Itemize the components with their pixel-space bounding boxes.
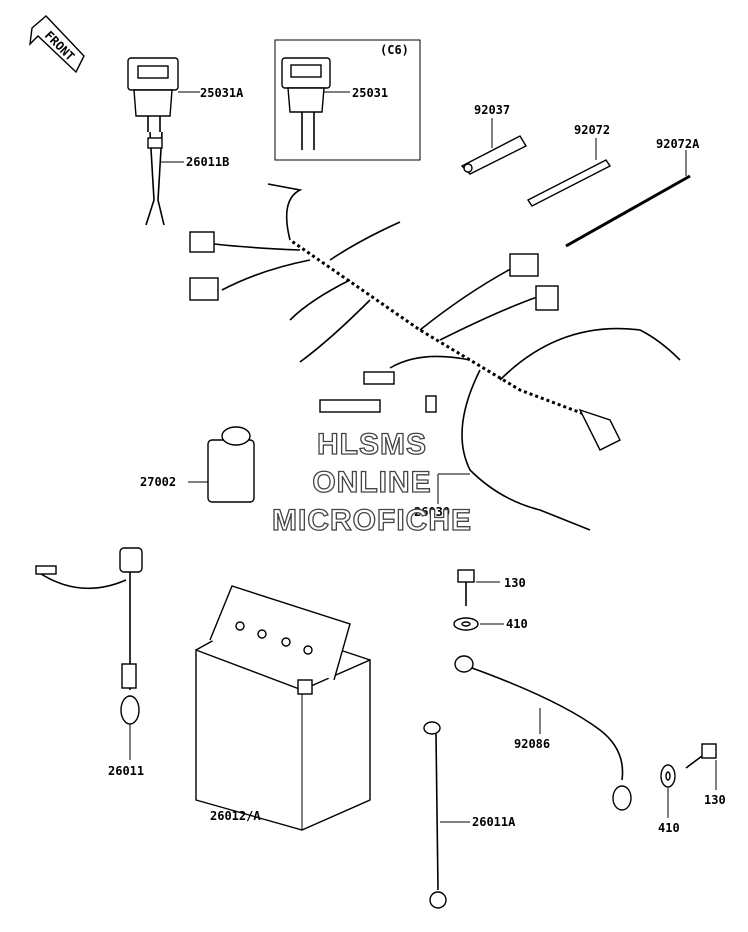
watermark-line-1: HLSMS: [317, 428, 427, 461]
watermark-line-2: ONLINE: [312, 466, 431, 499]
hour-meter-25031: [281, 57, 331, 150]
label-92037: 92037: [474, 103, 510, 117]
clamp-92037: [460, 135, 527, 175]
inset-tag: (C6): [380, 43, 409, 57]
washer-410-top: [453, 617, 479, 631]
label-92072a: 92072A: [656, 137, 700, 151]
lead-26011b: [145, 131, 165, 226]
label-27002: 27002: [140, 475, 176, 489]
inset-box: [274, 39, 421, 161]
label-25031a: 25031A: [200, 86, 244, 100]
label-130-top: 130: [504, 576, 526, 590]
label-26012a: 26012/A: [210, 809, 261, 823]
label-410-top: 410: [506, 617, 528, 631]
main-harness-26030: [189, 183, 681, 531]
label-92086: 92086: [514, 737, 550, 751]
battery-26012a: [195, 585, 371, 831]
front-arrow: FRONT: [29, 15, 85, 74]
hour-meter-25031a: [127, 57, 179, 132]
watermark: HLSMS ONLINE MICROFICHE: [271, 427, 472, 537]
label-26030: 26030: [414, 505, 450, 519]
label-130-bottom: 130: [704, 793, 726, 807]
label-26011: 26011: [108, 764, 144, 778]
label-92072: 92072: [574, 123, 610, 137]
lead-26011a: [423, 721, 447, 909]
label-26011b: 26011B: [186, 155, 229, 169]
label-25031: 25031: [352, 86, 388, 100]
watermark-line-3: MICROFICHE: [272, 504, 472, 537]
bolt-130-bottom: [685, 743, 717, 769]
cable-92086: [454, 655, 632, 811]
band-92072a: [565, 174, 691, 248]
lead-26011: [35, 547, 143, 725]
label-26011a: 26011A: [472, 815, 516, 829]
label-410-bottom: 410: [658, 821, 680, 835]
washer-410-bottom: [660, 764, 676, 788]
band-92072: [526, 159, 612, 207]
bolt-130-top: [457, 569, 475, 606]
relay-27002: [207, 426, 255, 503]
